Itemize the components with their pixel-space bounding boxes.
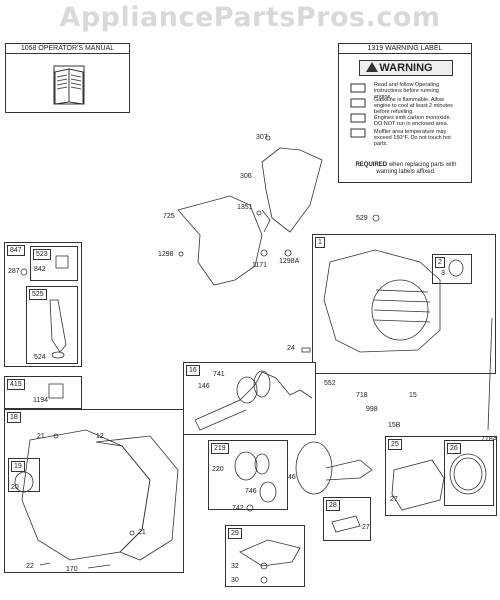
group-box-523[interactable]: 523 <box>30 246 78 281</box>
label-46: 46 <box>288 474 296 481</box>
camshaft <box>325 459 373 481</box>
label-1351: 1351 <box>237 204 253 211</box>
label-842: 842 <box>34 266 46 273</box>
warning-label-box[interactable]: 1319 WARNING LABEL WARNING Read and foll… <box>338 43 472 183</box>
group-number: 523 <box>33 249 51 260</box>
label-552: 552 <box>324 380 336 387</box>
group-number: 1 <box>315 237 325 248</box>
label-718: 718 <box>356 392 368 399</box>
book-icon <box>53 65 85 105</box>
group-box-415[interactable]: 415 <box>4 376 82 409</box>
label-27b: 27 <box>362 524 370 531</box>
label-24: 24 <box>287 345 295 352</box>
warning-required-note: REQUIRED when replacing parts with warni… <box>345 162 467 176</box>
label-20: 20 <box>11 484 19 491</box>
label-30: 30 <box>231 577 239 584</box>
nut-1298A <box>284 249 292 257</box>
warning-line-4: Muffler area temperature may exceed 150°… <box>374 129 451 147</box>
label-12: 12 <box>96 433 104 440</box>
group-number: 19 <box>11 461 25 472</box>
label-1298: 1298 <box>158 251 174 258</box>
group-number: 525 <box>29 289 47 300</box>
label-3: 3 <box>441 270 445 277</box>
group-number: 29 <box>228 528 242 539</box>
label-725: 725 <box>163 213 175 220</box>
group-number: 25 <box>388 439 402 450</box>
group-number: 18 <box>7 412 21 423</box>
operators-manual-title: 1058 OPERATOR'S MANUAL <box>6 44 129 54</box>
nut-1171 <box>260 249 268 257</box>
label-15B: 15B <box>388 422 401 429</box>
warning-line-2: Gasoline is flammable. Allow engine to c… <box>374 97 453 115</box>
label-1194: 1194 <box>33 397 49 404</box>
label-998: 998 <box>366 406 378 413</box>
label-1171: 1171 <box>252 262 268 269</box>
label-746: 746 <box>245 488 257 495</box>
screw-1351 <box>256 210 262 216</box>
group-box-26[interactable]: 26 <box>444 440 494 506</box>
shroud-306 <box>261 147 323 233</box>
label-529: 529 <box>356 215 368 222</box>
dowel-24 <box>301 347 311 353</box>
group-number: 2 <box>435 257 445 268</box>
group-box-2[interactable]: 2 <box>432 254 472 284</box>
label-170: 170 <box>66 566 78 573</box>
group-number: 415 <box>7 379 25 390</box>
required-bold: REQUIRED <box>355 162 388 168</box>
group-number: 16 <box>186 365 200 376</box>
group-box-28[interactable]: 28 <box>323 497 371 541</box>
label-1298A: 1298A <box>279 258 300 265</box>
label-220: 220 <box>212 466 224 473</box>
warning-line-3: Engines emit carbon monoxide. DO NOT run… <box>374 115 452 127</box>
group-number: 219 <box>211 443 229 454</box>
watermark: AppliancePartsPros.com <box>59 2 441 33</box>
group-box-16[interactable]: 16 <box>183 362 316 435</box>
label-21b: 21 <box>138 529 146 536</box>
warning-label-title: 1319 WARNING LABEL <box>339 44 471 54</box>
label-27a: 27 <box>390 496 398 503</box>
label-21a: 21 <box>37 433 45 440</box>
label-742: 742 <box>232 505 244 512</box>
bracket <box>261 209 271 233</box>
label-718A: 718A <box>481 436 498 443</box>
group-box-219[interactable]: 219 <box>208 440 288 510</box>
label-15: 15 <box>409 392 417 399</box>
label-32: 32 <box>231 563 239 570</box>
label-306: 306 <box>240 173 252 180</box>
label-741: 741 <box>213 371 225 378</box>
group-number: 28 <box>326 500 340 511</box>
warning-banner: WARNING <box>359 60 453 76</box>
required-rest: when replacing parts with warning labels… <box>376 162 457 175</box>
group-box-525[interactable]: 525 <box>26 286 78 364</box>
warning-triangle-icon <box>350 62 378 138</box>
bolt-529 <box>372 214 380 222</box>
label-287: 287 <box>8 268 20 275</box>
label-146: 146 <box>198 383 210 390</box>
warning-line-1: Read and follow Operating instructions b… <box>374 82 440 100</box>
label-524: 524 <box>34 354 46 361</box>
group-number: 847 <box>7 245 25 256</box>
operators-manual-box[interactable]: 1058 OPERATOR'S MANUAL <box>5 43 130 113</box>
bolt-1298 <box>178 251 184 257</box>
label-22: 22 <box>26 563 34 570</box>
group-number: 26 <box>447 443 461 454</box>
cam-gear-46 <box>295 441 333 495</box>
label-307: 307 <box>256 134 268 141</box>
